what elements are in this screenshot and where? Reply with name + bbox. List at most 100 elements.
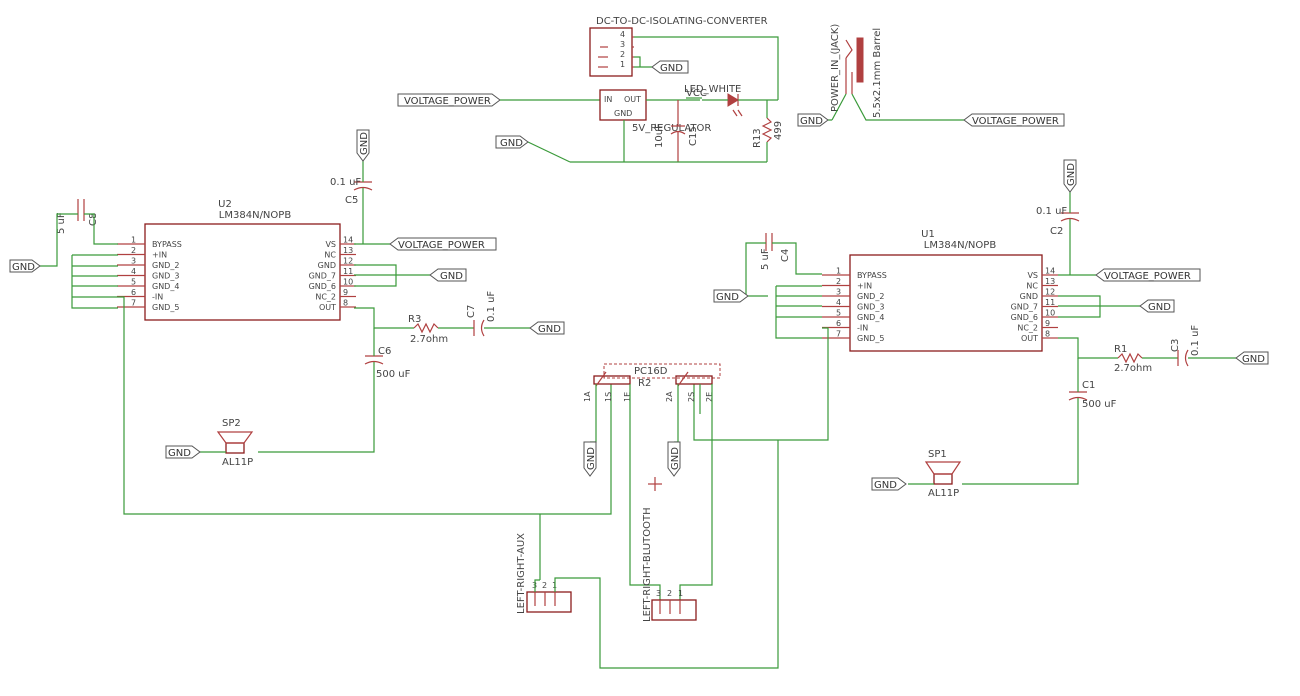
gnd-label-sp1: GND: [871, 477, 907, 491]
svg-text:GND: GND: [716, 292, 739, 303]
svg-text:R2: R2: [638, 378, 651, 389]
led-white[interactable]: LED_WHITE: [684, 84, 743, 117]
capacitor-c3[interactable]: C3 0.1 uF: [1170, 325, 1201, 367]
svg-text:GND: GND: [874, 480, 897, 491]
pin-number: 6: [131, 288, 136, 297]
pin-number: 12: [1045, 288, 1055, 297]
pin-name: GND_6: [1011, 313, 1038, 322]
pin-number: 11: [1045, 298, 1055, 307]
pin-number: 7: [836, 330, 841, 339]
resistor-r1[interactable]: R1 2.7ohm: [1114, 344, 1152, 374]
resistor-r13[interactable]: R13 499: [752, 117, 784, 148]
vcc-label: VCC: [686, 88, 707, 99]
speaker-sp2[interactable]: SP2 AL11P: [216, 418, 254, 468]
pin--in: 2+IN: [822, 277, 872, 291]
pin-number: 2: [836, 277, 841, 286]
capacitor-c15[interactable]: 10uF C15: [654, 100, 699, 162]
svg-text:GND: GND: [670, 447, 681, 470]
svg-text:GND: GND: [800, 116, 823, 127]
svg-text:3: 3: [656, 589, 661, 598]
capacitor-c8[interactable]: 5 uF C8: [56, 199, 99, 234]
regulator-name: 5V_REGULATOR: [632, 123, 711, 134]
pin-number: 14: [1045, 267, 1055, 276]
pin-number: 7: [131, 299, 136, 308]
pin-name: GND_7: [1011, 303, 1038, 312]
svg-text:U1: U1: [921, 229, 935, 240]
svg-text:2E: 2E: [705, 392, 714, 402]
pin-number: 8: [343, 299, 348, 308]
svg-text:2: 2: [667, 589, 672, 598]
speaker-sp1[interactable]: SP1 AL11P: [924, 449, 962, 499]
capacitor-c2[interactable]: 0.1 uF C2: [1036, 206, 1080, 237]
gnd-label-converter: GND: [651, 60, 689, 74]
svg-text:0.1 uF: 0.1 uF: [1190, 325, 1201, 356]
pin-number: 3: [836, 288, 841, 297]
svg-text:5 uF: 5 uF: [760, 248, 771, 270]
pin-number: 3: [131, 257, 136, 266]
capacitor-c6[interactable]: C6 500 uF: [364, 346, 411, 380]
pin-number: 4: [131, 267, 136, 276]
pin-name: NC_2: [315, 293, 336, 302]
svg-text:LM384N/NOPB: LM384N/NOPB: [219, 210, 292, 221]
voltage-power-label-jack: VOLTAGE_POWER: [963, 113, 1065, 127]
capacitor-c1[interactable]: C1 500 uF: [1068, 380, 1117, 410]
pin-number: 13: [1045, 277, 1055, 286]
svg-text:OUT: OUT: [624, 95, 641, 104]
gnd-label-c3: GND: [1235, 351, 1269, 365]
svg-text:GND: GND: [440, 271, 463, 282]
pin-number: 10: [343, 278, 353, 287]
svg-text:10uF: 10uF: [654, 123, 665, 148]
pin-number: 9: [1045, 319, 1050, 328]
svg-text:AL11P: AL11P: [928, 488, 959, 499]
pin-name: NC: [1026, 282, 1038, 291]
svg-text:IN: IN: [604, 95, 612, 104]
pin-name: GND_5: [857, 334, 884, 343]
svg-text:GND: GND: [1148, 302, 1171, 313]
pin-name: GND: [318, 261, 336, 270]
capacitor-c4[interactable]: 5 uF C4: [760, 233, 791, 270]
svg-text:AL11P: AL11P: [222, 457, 253, 468]
gnd-label-sp2: GND: [165, 445, 201, 459]
gnd-label-c7: GND: [529, 321, 565, 335]
capacitor-c7[interactable]: C7 0.1 uF: [466, 291, 497, 337]
svg-text:5.5x2.1mm Barrel: 5.5x2.1mm Barrel: [872, 28, 883, 118]
voltage-regulator[interactable]: IN OUT GND 5V_REGULATOR: [599, 89, 711, 134]
svg-text:VOLTAGE_POWER: VOLTAGE_POWER: [1104, 271, 1191, 282]
gnd-label-c2: GND: [1063, 159, 1077, 193]
svg-text:1: 1: [678, 589, 683, 598]
capacitor-c5[interactable]: 0.1 uF C5: [330, 177, 373, 206]
resistor-r3[interactable]: R3 2.7ohm: [408, 314, 448, 345]
dc-dc-converter[interactable]: DC-TO-DC-ISOLATING-CONVERTER 4 3 2 1: [589, 16, 768, 77]
aux-connector[interactable]: 3 2 1 LEFT-RIGHT-AUX: [516, 533, 572, 614]
svg-text:1S: 1S: [604, 392, 613, 402]
svg-text:2S: 2S: [687, 392, 696, 402]
pin-number: 14: [343, 236, 353, 245]
power-jack[interactable]: POWER_IN_(JACK) 5.5x2.1mm Barrel: [830, 24, 883, 118]
voltage-power-label-u1: VOLTAGE_POWER: [1095, 268, 1201, 282]
gnd-label-u1-right: GND: [1139, 299, 1175, 313]
svg-text:5 uF: 5 uF: [56, 212, 67, 234]
svg-text:2.7ohm: 2.7ohm: [1114, 363, 1152, 374]
potentiometer-r2[interactable]: PC16D R2 1A 1S 1E 2A 2S 2E: [583, 363, 721, 402]
converter-name: DC-TO-DC-ISOLATING-CONVERTER: [596, 16, 768, 27]
pin-gnd-2: 3 GND_2: [117, 257, 179, 270]
svg-text:GND: GND: [614, 109, 632, 118]
pin-name: GND_2: [152, 261, 179, 270]
bluetooth-connector[interactable]: 3 2 1 LEFT-RIGHT-BLUTOOTH: [642, 507, 697, 622]
pin-number: 5: [836, 309, 841, 318]
svg-text:LED_WHITE: LED_WHITE: [684, 84, 741, 95]
